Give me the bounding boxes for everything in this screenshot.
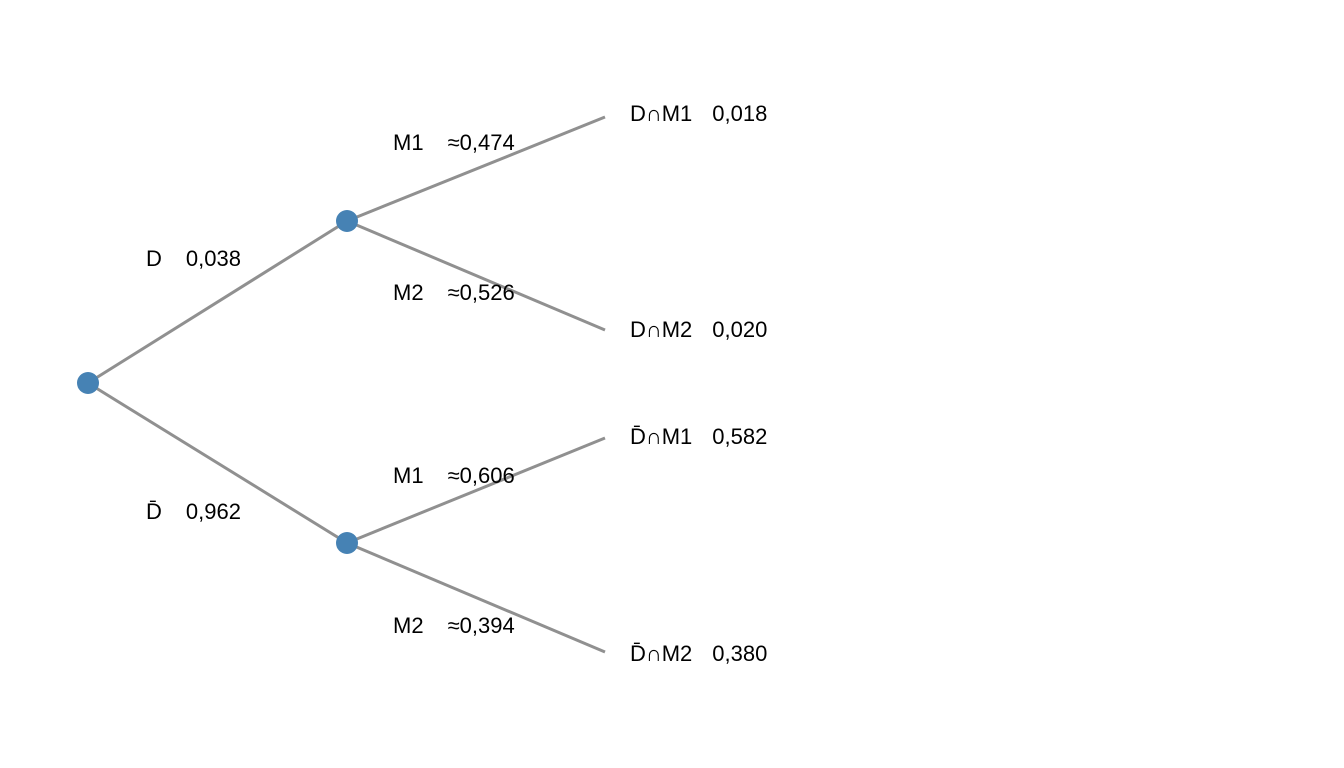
outcome-label-dbar-m2: D̄∩M2 0,380 [630,641,767,667]
branch-label-d: D 0,038 [146,246,241,272]
branch-dbar-m1-probability: ≈0,606 [447,463,515,488]
d-node [336,210,358,232]
outcome-d-m1-probability: 0,018 [712,101,768,126]
branch-dbar-probability: 0,962 [185,499,241,524]
branch-d-m2-event: M2 [393,280,424,305]
branch-dbar-event: D̄ [146,499,162,524]
branch-label-dbar-m2: M2 ≈0,394 [393,613,515,639]
outcome-d-m2-event: D∩M2 [630,317,693,342]
branch-label-dbar-m1: M1 ≈0,606 [393,463,515,489]
branch-label-dbar: D̄ 0,962 [146,499,241,525]
outcome-d-m1-event: D∩M1 [630,101,693,126]
outcome-d-m2-probability: 0,020 [712,317,768,342]
branch-label-d-m1: M1 ≈0,474 [393,130,515,156]
edge-root-to-dbar-node [87,381,348,545]
outcome-label-d-m1: D∩M1 0,018 [630,101,767,127]
dbar-node [336,532,358,554]
edge-dbar-to-m1 [346,436,606,545]
edge-root-to-d-node [87,219,348,385]
edge-d-to-m1 [346,115,606,223]
edge-dbar-to-m2 [346,541,606,654]
outcome-dbar-m2-probability: 0,380 [712,641,768,666]
edge-d-to-m2 [346,219,606,332]
outcome-label-dbar-m1: D̄∩M1 0,582 [630,424,767,450]
branch-d-m2-probability: ≈0,526 [447,280,515,305]
branch-dbar-m2-probability: ≈0,394 [447,613,515,638]
outcome-label-d-m2: D∩M2 0,020 [630,317,767,343]
branch-dbar-m2-event: M2 [393,613,424,638]
outcome-dbar-m1-event: D̄∩M1 [630,424,693,449]
outcome-dbar-m2-event: D̄∩M2 [630,641,693,666]
root-node [77,372,99,394]
outcome-dbar-m1-probability: 0,582 [712,424,768,449]
branch-d-event: D [146,246,162,271]
branch-d-probability: 0,038 [185,246,241,271]
branch-dbar-m1-event: M1 [393,463,424,488]
branch-d-m1-event: M1 [393,130,424,155]
branch-d-m1-probability: ≈0,474 [447,130,515,155]
branch-label-d-m2: M2 ≈0,526 [393,280,515,306]
